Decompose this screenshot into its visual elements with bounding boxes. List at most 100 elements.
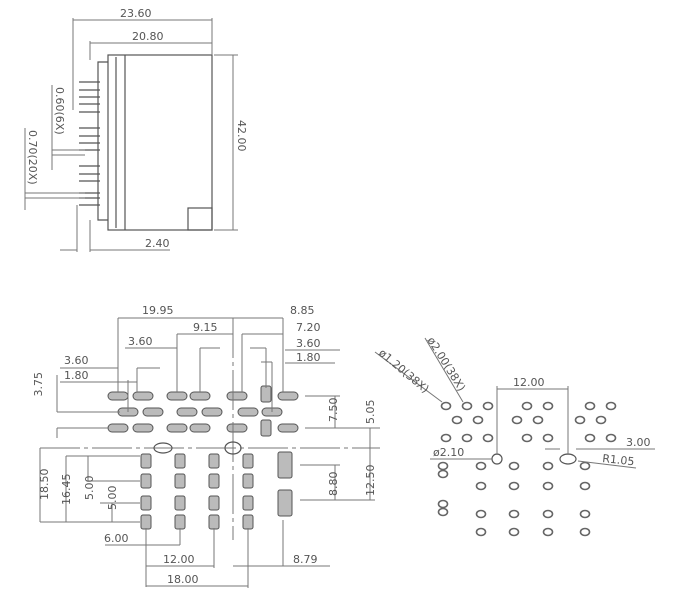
hole	[482, 401, 494, 411]
oval-pad	[277, 391, 299, 401]
dim-9-15: 9.15	[193, 321, 218, 334]
hole	[508, 481, 520, 491]
hole	[475, 461, 487, 471]
dim-5-00-a: 5.00	[83, 476, 96, 501]
hole	[511, 415, 523, 425]
rect-pad	[140, 453, 152, 469]
hole	[584, 433, 596, 443]
dim-5-00-b: 5.00	[106, 486, 119, 511]
hole-pattern: 12.00 ø2.10 3.00 R1.05 ø1.20(38X) ø2.00(…	[374, 335, 655, 537]
hole	[542, 461, 554, 471]
dim-16-45: 16.45	[60, 474, 73, 506]
oval-pad	[132, 423, 154, 433]
dim-post-hole: ø2.10	[433, 446, 464, 459]
rect-pad	[174, 473, 186, 489]
hole	[475, 481, 487, 491]
oval-pad	[201, 407, 223, 417]
hole	[440, 433, 452, 443]
dim-overall-depth: 23.60	[120, 7, 152, 20]
hole	[508, 527, 520, 537]
dim-7-50: 7.50	[327, 398, 340, 423]
dim-3-75: 3.75	[32, 372, 45, 397]
rect-pad	[208, 473, 220, 489]
dim-8-85: 8.85	[290, 304, 315, 317]
dim-1-80-right: 1.80	[296, 351, 321, 364]
dim-pin-offset: 2.40	[145, 237, 170, 250]
pins	[79, 81, 100, 206]
rect-pad	[174, 495, 186, 511]
rect-pad	[174, 453, 186, 469]
rect-pad	[140, 495, 152, 511]
hole	[437, 469, 449, 479]
holes	[437, 401, 617, 537]
hole	[461, 433, 473, 443]
dim-8-79: 8.79	[293, 553, 318, 566]
oval-pad	[166, 391, 188, 401]
dim-5-05: 5.05	[364, 400, 377, 425]
dim-3-60-right: 3.60	[296, 337, 321, 350]
rect-pad	[242, 473, 254, 489]
hole	[542, 527, 554, 537]
hole	[437, 461, 449, 471]
hole	[584, 401, 596, 411]
oval-pad	[107, 423, 129, 433]
dim-7-20: 7.20	[296, 321, 321, 334]
dim-8-80: 8.80	[327, 472, 340, 497]
dim-slot-radius: R1.05	[602, 452, 635, 468]
oval-pad	[226, 423, 248, 433]
footprint-view: 19.95 8.85 9.15 7.20 3.60 3.60 1.80 3.60…	[32, 304, 380, 588]
rect-pad	[242, 495, 254, 511]
hole	[451, 415, 463, 425]
rect-pad	[140, 514, 152, 530]
dim-spacing: 12.00	[513, 376, 545, 389]
hole	[579, 509, 591, 519]
oval-pad	[107, 391, 129, 401]
hole	[542, 433, 554, 443]
hole	[461, 401, 473, 411]
hole	[521, 401, 533, 411]
dim-small-hole: ø1.20(38X)	[376, 346, 431, 395]
hole	[437, 499, 449, 509]
side-view: 23.60 20.80 2.40 42.00 0.60(6X) 0.70(20X…	[24, 7, 248, 252]
hole	[532, 415, 544, 425]
oval-pad	[277, 423, 299, 433]
rect-pad	[208, 495, 220, 511]
oval-pad	[166, 423, 188, 433]
pads	[107, 385, 299, 530]
oval-pad	[189, 423, 211, 433]
dim-6-00: 6.00	[104, 532, 129, 545]
hole	[521, 433, 533, 443]
oval-pad	[189, 391, 211, 401]
rect-pad	[140, 473, 152, 489]
hole	[542, 401, 554, 411]
hole	[440, 401, 452, 411]
hole	[508, 461, 520, 471]
rect-pad	[208, 514, 220, 530]
hole	[437, 507, 449, 517]
hole	[472, 415, 484, 425]
hole	[595, 415, 607, 425]
dim-pin-width-small: 0.60(6X)	[53, 87, 66, 135]
dim-12-50: 12.50	[364, 465, 377, 497]
hole	[482, 433, 494, 443]
rect-pad	[208, 453, 220, 469]
oval-pad	[132, 391, 154, 401]
square-pad	[260, 419, 272, 437]
hole	[542, 481, 554, 491]
hole	[475, 509, 487, 519]
large-pad	[277, 489, 293, 517]
dim-12-00: 12.00	[163, 553, 195, 566]
dim-body-depth: 20.80	[132, 30, 164, 43]
connector-body	[107, 54, 213, 231]
rect-pad	[242, 453, 254, 469]
oval-pad	[142, 407, 164, 417]
oval-pad	[176, 407, 198, 417]
hole	[574, 415, 586, 425]
rect-pad	[174, 514, 186, 530]
dim-slot-width: 3.00	[626, 436, 651, 449]
dim-18-50: 18.50	[38, 469, 51, 501]
rect-pad	[242, 514, 254, 530]
hole	[508, 509, 520, 519]
latch	[187, 207, 213, 231]
